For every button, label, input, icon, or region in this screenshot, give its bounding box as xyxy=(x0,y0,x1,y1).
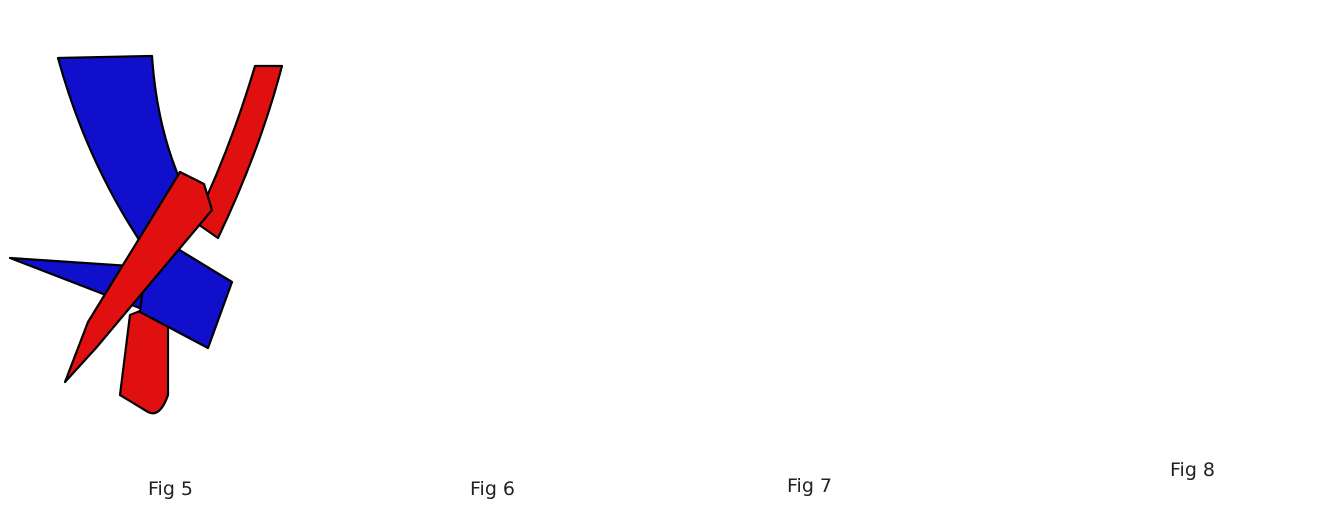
figure-5-caption: Fig 5 xyxy=(148,478,193,500)
figure-7-caption: Fig 7 xyxy=(787,475,832,497)
figure-5-knot-illustration xyxy=(10,56,282,413)
figure-8-caption: Fig 8 xyxy=(1170,459,1215,481)
figure-6-caption: Fig 6 xyxy=(470,478,515,500)
